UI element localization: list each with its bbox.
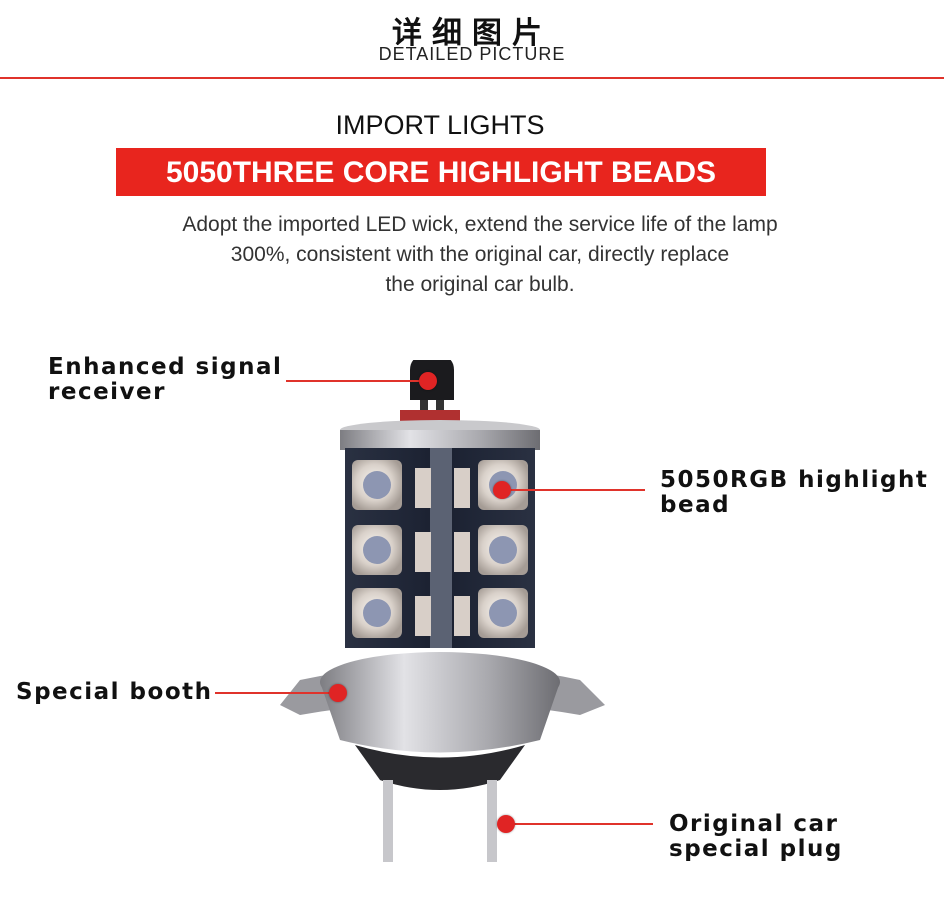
plug-pin xyxy=(487,780,497,862)
product-heading: IMPORT LIGHTS xyxy=(335,110,545,140)
booth-callout: Special booth xyxy=(16,680,213,705)
base-collar xyxy=(320,682,560,753)
plug-pin xyxy=(383,780,393,862)
callout-line-text: 5050RGB highlight xyxy=(660,467,929,493)
bead-leader-line xyxy=(500,489,645,491)
pcb-ridge xyxy=(430,448,452,648)
side-chip xyxy=(415,468,431,508)
receiver-marker-dot xyxy=(419,372,437,390)
description-line: Adopt the imported LED wick, extend the … xyxy=(182,213,778,236)
description-line: the original car bulb. xyxy=(385,273,575,296)
top-cap xyxy=(340,430,540,450)
side-chip xyxy=(454,596,470,636)
description-line: 300%, consistent with the original car, … xyxy=(230,243,730,266)
callout-line-text: Enhanced signal xyxy=(48,354,283,380)
bead-marker-dot xyxy=(493,481,511,499)
plug-marker-dot xyxy=(497,815,515,833)
callout-line-text: receiver xyxy=(48,379,166,405)
callout-line-text: bead xyxy=(660,492,731,518)
receiver-leader-line xyxy=(286,380,421,382)
callout-line-text: Original car xyxy=(669,811,839,837)
booth-marker-dot xyxy=(329,684,347,702)
side-chip xyxy=(454,468,470,508)
plug-leader-line xyxy=(510,823,653,825)
booth-leader-line xyxy=(215,692,330,694)
title-divider xyxy=(0,77,944,79)
bead-callout: 5050RGB highlight bead xyxy=(660,468,928,518)
plug-callout: Original car special plug xyxy=(669,812,843,862)
led-chip xyxy=(478,525,528,575)
receiver-callout: Enhanced signal receiver xyxy=(48,355,282,405)
led-chip xyxy=(478,588,528,638)
led-chip xyxy=(352,460,402,510)
led-chip xyxy=(352,525,402,575)
side-chip xyxy=(454,532,470,572)
callout-line-text: Special booth xyxy=(16,679,213,705)
side-chip xyxy=(415,596,431,636)
section-title-chinese: 详细图片 xyxy=(392,16,552,51)
callout-line-text: special plug xyxy=(669,836,843,862)
led-chip xyxy=(352,588,402,638)
product-description: Adopt the imported LED wick, extend the … xyxy=(100,210,860,300)
led-bulb-image xyxy=(280,360,605,862)
receiver-stem xyxy=(436,390,444,420)
plastic-socket xyxy=(355,745,525,790)
receiver-stem xyxy=(420,390,428,420)
section-title-english: DETAILED PICTURE xyxy=(378,44,566,64)
feature-banner: 5050THREE CORE HIGHLIGHT BEADS xyxy=(116,148,766,196)
side-chip xyxy=(415,532,431,572)
